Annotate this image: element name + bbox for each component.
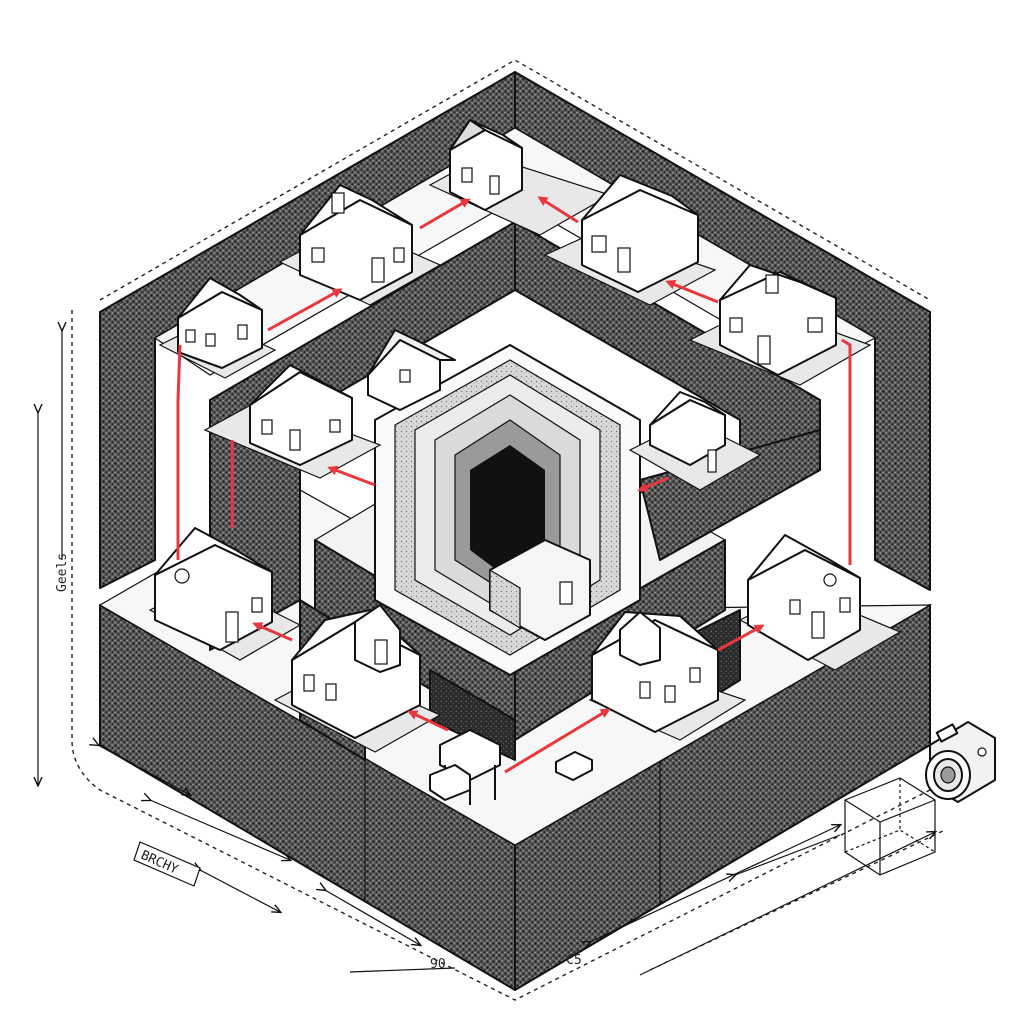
bottom-left-tag: BRCHY xyxy=(134,842,200,886)
side-label: Geels xyxy=(55,553,70,592)
bottom-tag-a: 90 xyxy=(430,957,446,972)
bottom-tag-b: C5 xyxy=(566,953,582,968)
camera-icon xyxy=(926,722,995,802)
